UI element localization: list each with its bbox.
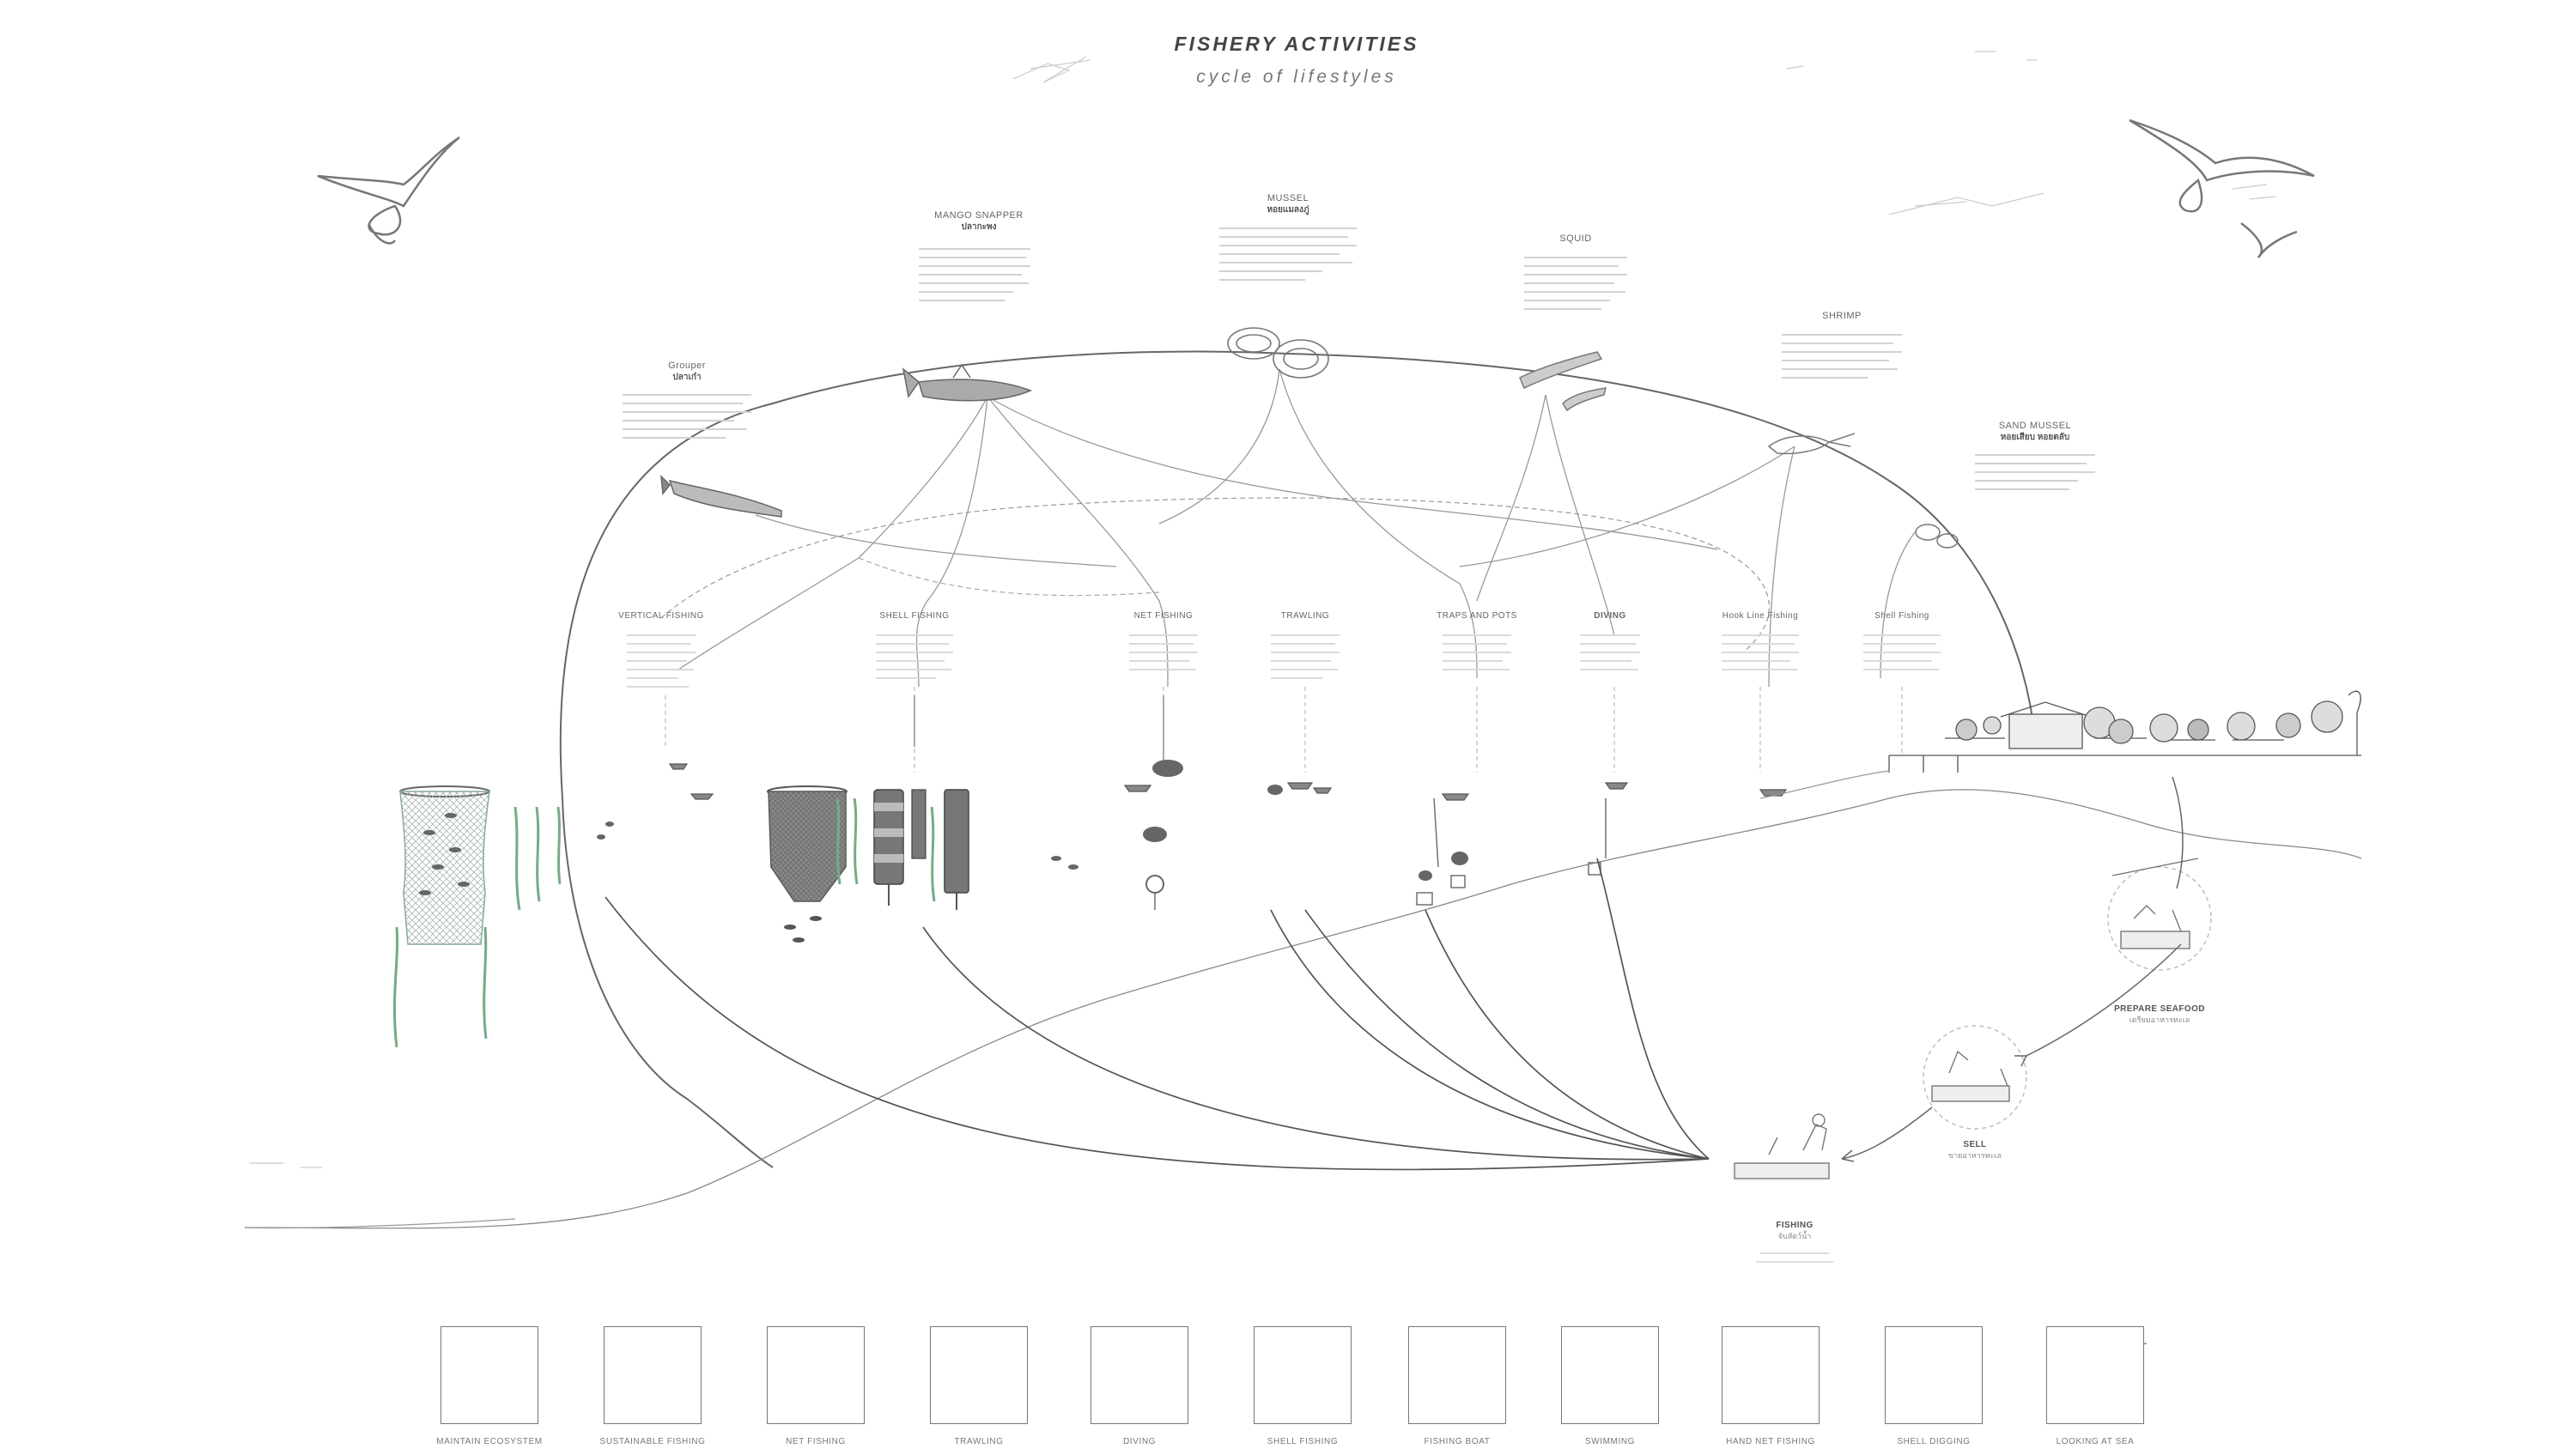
- activity-shell-fishing-2: Shell Fishing: [1874, 611, 1929, 621]
- panel-label: TRAWLING: [954, 1437, 1004, 1446]
- fish-cage-center: [767, 785, 859, 943]
- seagull-right: [2129, 118, 2315, 258]
- fish-grouper: [660, 474, 782, 518]
- panel-label: SHELL DIGGING: [1897, 1437, 1971, 1446]
- sea-life-blobs: [597, 760, 1468, 894]
- inner-loop: [660, 497, 1770, 653]
- fish-cage-left: [392, 785, 562, 1048]
- species-sand-mussel: SAND MUSSEL หอยเสียบ หอยตลับ: [1949, 421, 2121, 444]
- panel-label: LOOKING AT SEA: [2056, 1437, 2135, 1446]
- species-name: SAND MUSSEL: [1998, 421, 2072, 431]
- panel-label: SHELL FISHING: [1267, 1437, 1339, 1446]
- lifecycle-name: SELL: [1963, 1140, 1987, 1149]
- cycle-arrows: [1841, 776, 2184, 1162]
- panel-maintain-ecosystem: [440, 1326, 538, 1424]
- panel-swimming: [1561, 1326, 1659, 1424]
- prepare-seafood-scene: [2107, 858, 2212, 971]
- squid-drawing: [1519, 351, 1607, 412]
- species-shrimp: SHRIMP: [1756, 311, 1928, 321]
- mussel-cluster: [1227, 327, 1329, 379]
- sky-scribbles: [1012, 51, 2276, 215]
- panel-net-fishing: [767, 1326, 865, 1424]
- species-connectors: [677, 368, 1916, 688]
- panel-label: DIVING: [1122, 1437, 1157, 1446]
- shoreline-curve: [244, 789, 2362, 1229]
- panel-diving: [1091, 1326, 1188, 1424]
- cycle-ellipse-upper: [559, 350, 2036, 799]
- lifecycle-sub: ขายอาหารทะเล: [1947, 1151, 2002, 1160]
- lifecycle-name: FISHING: [1776, 1221, 1814, 1230]
- species-name: SHRIMP: [1822, 311, 1862, 321]
- diagram-subtitle: cycle of lifestyles: [1196, 67, 1397, 87]
- lifecycle-fishing: FISHING จับสัตว์น้ำ: [1726, 1221, 1863, 1242]
- activity-trawling: TRAWLING: [1280, 611, 1330, 621]
- panel-label: NET FISHING: [786, 1437, 846, 1446]
- panel-sustainable-fishing: [604, 1326, 702, 1424]
- lifecycle-prepare-seafood: PREPARE SEAFOOD เตรียมอาหารทะเล: [2074, 1004, 2245, 1026]
- panel-label: MAINTAIN ECOSYSTEM: [436, 1437, 543, 1446]
- coastal-village: [1888, 690, 2361, 773]
- lifecycle-sell: SELL ขายอาหารทะเล: [1906, 1140, 2044, 1161]
- panel-label: SWIMMING: [1584, 1437, 1636, 1446]
- panel-shell-digging: [1885, 1326, 1983, 1424]
- species-local-name: ปลากะพง: [961, 222, 997, 232]
- activity-shell-fishing: SHELL FISHING: [879, 611, 950, 621]
- species-local-name: หอยแมลงภู่: [1267, 205, 1309, 215]
- lifecycle-sub: เตรียมอาหารทะเล: [2129, 1016, 2190, 1024]
- sell-scene: [1923, 1025, 2027, 1130]
- small-boats: [668, 763, 1788, 801]
- fishing-scene: [1734, 1113, 1830, 1179]
- panel-looking-at-sea: [2046, 1326, 2144, 1424]
- species-grouper: Grouper ปลาเก๋า: [601, 361, 773, 384]
- activity-descriptions: [627, 634, 1941, 688]
- species-local-name: หอยเสียบ หอยตลับ: [2000, 433, 2070, 442]
- shrimp-drawing: [1767, 433, 1856, 455]
- activity-traps-and-pots: TRAPS AND POTS: [1437, 611, 1517, 621]
- activity-net-fishing: NET FISHING: [1133, 611, 1194, 621]
- species-descriptions: [623, 227, 2095, 490]
- species-name: Grouper: [668, 361, 706, 371]
- seagull-left: [317, 136, 460, 245]
- oyster-racks: [873, 789, 969, 910]
- activity-vertical-fishing: VERTICAL FISHING: [618, 611, 704, 621]
- species-mango-snapper: MANGO SNAPPER ปลากะพง: [893, 210, 1065, 233]
- species-name: MANGO SNAPPER: [934, 210, 1024, 221]
- fishing-fan-lines: [605, 858, 1710, 1171]
- sand-mussel-drawing: [1915, 524, 1959, 549]
- lifecycle-sub: จับสัตว์น้ำ: [1777, 1232, 1812, 1240]
- species-name: SQUID: [1559, 233, 1592, 244]
- activity-droplines: [665, 687, 1903, 773]
- lifecycle-name: PREPARE SEAFOOD: [2114, 1004, 2205, 1014]
- panel-label: SUSTAINABLE FISHING: [599, 1437, 706, 1446]
- panel-fishing-boat: [1408, 1326, 1506, 1424]
- diagram-title: FISHERY ACTIVITIES: [1174, 33, 1419, 55]
- panel-hand-net-fishing: [1722, 1326, 1820, 1424]
- species-squid: SQUID: [1490, 233, 1662, 244]
- activity-diving: DIVING: [1594, 611, 1626, 621]
- panel-shell-fishing: [1254, 1326, 1352, 1424]
- cycle-ellipse-lower: [562, 797, 774, 1168]
- panel-label: HAND NET FISHING: [1726, 1437, 1815, 1446]
- activity-hook-line-fishing: Hook Line Fishing: [1722, 611, 1799, 621]
- panel-trawling: [930, 1326, 1028, 1424]
- species-mussel: MUSSEL หอยแมลงภู่: [1202, 193, 1374, 216]
- panel-label: FISHING BOAT: [1424, 1437, 1491, 1446]
- species-name: MUSSEL: [1267, 193, 1309, 203]
- diver-lines: [1154, 797, 1607, 910]
- lifecycle-descriptions: [1756, 1252, 1833, 1263]
- species-local-name: ปลาเก๋า: [672, 373, 702, 382]
- fish-mango-snapper: [902, 363, 1033, 402]
